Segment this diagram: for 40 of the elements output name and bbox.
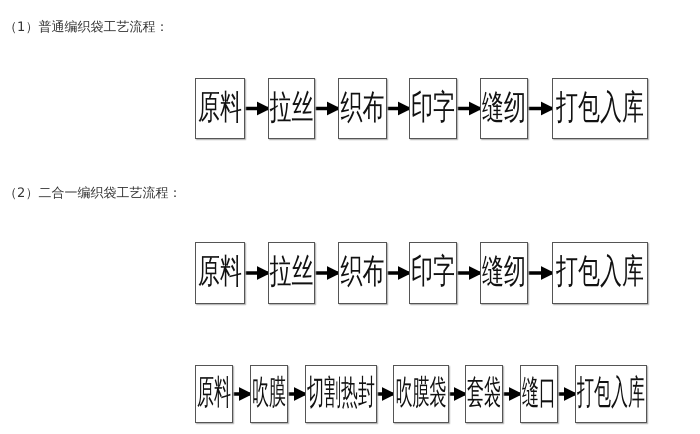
process-box bbox=[409, 242, 457, 304]
process-box bbox=[480, 242, 528, 304]
process-box bbox=[195, 78, 245, 139]
process-box bbox=[520, 365, 558, 423]
process-box bbox=[393, 365, 449, 423]
step-label: 打包入库 bbox=[577, 377, 645, 411]
step-label: 缝纫 bbox=[482, 256, 526, 290]
process-box bbox=[195, 365, 233, 423]
process-box bbox=[305, 365, 377, 423]
process-box bbox=[575, 365, 647, 423]
process-box bbox=[268, 78, 315, 139]
step-label: 原料 bbox=[198, 91, 242, 126]
step-label: 打包入库 bbox=[556, 91, 644, 126]
step-label: 吹膜袋 bbox=[396, 377, 446, 411]
step-label: 织布 bbox=[340, 256, 384, 290]
process-box bbox=[552, 78, 648, 139]
section-heading: （1）普通编织袋工艺流程： bbox=[4, 18, 168, 36]
step-label: 套袋 bbox=[467, 377, 501, 411]
section-heading: （2）二合一编织袋工艺流程： bbox=[4, 185, 182, 202]
step-label: 原料 bbox=[197, 377, 231, 411]
process-box bbox=[465, 365, 503, 423]
step-label: 缝口 bbox=[522, 377, 556, 411]
step-label: 吹膜 bbox=[252, 377, 286, 411]
step-label: 印字 bbox=[411, 91, 455, 126]
step-label: 打包入库 bbox=[556, 256, 644, 290]
process-box bbox=[409, 78, 457, 139]
process-box bbox=[195, 242, 245, 304]
step-label: 拉丝 bbox=[270, 256, 314, 290]
step-label: 织布 bbox=[340, 91, 384, 126]
process-box bbox=[338, 78, 387, 139]
process-box bbox=[480, 78, 528, 139]
step-label: 印字 bbox=[411, 256, 455, 290]
process-box bbox=[338, 242, 387, 304]
process-box bbox=[268, 242, 315, 304]
step-label: 拉丝 bbox=[270, 91, 314, 126]
step-label: 缝纫 bbox=[482, 91, 526, 126]
step-label: 原料 bbox=[198, 256, 242, 290]
process-box bbox=[250, 365, 288, 423]
process-box bbox=[552, 242, 648, 304]
step-label: 切割热封 bbox=[307, 377, 375, 411]
